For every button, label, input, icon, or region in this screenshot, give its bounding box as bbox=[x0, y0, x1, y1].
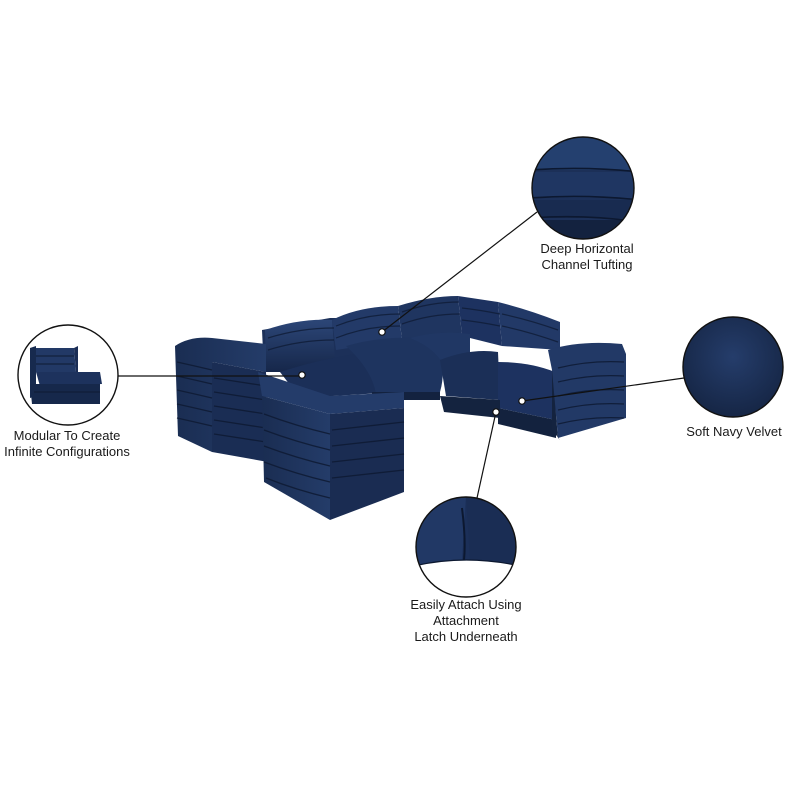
tufting-detail-circle bbox=[531, 136, 635, 240]
latch-detail-circle bbox=[415, 496, 517, 598]
dot-velvet bbox=[518, 397, 526, 405]
leader-line-velvet bbox=[521, 377, 685, 402]
dot-latch bbox=[492, 408, 500, 416]
callout-tufting-line-1: Deep Horizontal bbox=[540, 241, 634, 256]
callout-latch-line-2: Attachment bbox=[433, 613, 499, 628]
callout-modular-line-2: Infinite Configurations bbox=[4, 444, 130, 459]
single-chair-icon bbox=[30, 346, 102, 404]
u-shaped-sectional-sofa bbox=[175, 296, 626, 520]
seat-cushions bbox=[280, 332, 556, 420]
modular-detail-circle bbox=[17, 324, 119, 426]
left-arm-module bbox=[175, 337, 268, 462]
velvet-detail-circle bbox=[682, 316, 784, 418]
callout-label-latch: Easily Attach Using Attachment Latch Und… bbox=[406, 597, 526, 645]
callout-label-modular: Modular To Create Infinite Configuration… bbox=[2, 428, 132, 460]
callout-velvet-line-1: Soft Navy Velvet bbox=[686, 424, 782, 439]
callout-latch-line-3: Latch Underneath bbox=[414, 629, 518, 644]
callout-label-tufting: Deep Horizontal Channel Tufting bbox=[532, 241, 642, 273]
leader-lines bbox=[118, 211, 685, 499]
dot-modular bbox=[298, 371, 306, 379]
right-arm-module bbox=[548, 342, 626, 440]
callout-latch-line-1: Easily Attach Using bbox=[410, 597, 522, 612]
callout-label-velvet: Soft Navy Velvet bbox=[680, 424, 788, 440]
leader-line-latch bbox=[476, 411, 497, 499]
callout-modular-line-1: Modular To Create bbox=[13, 428, 121, 443]
callout-tufting-line-2: Channel Tufting bbox=[541, 257, 633, 272]
dot-tufting bbox=[378, 328, 386, 336]
right-back-modules bbox=[458, 296, 560, 350]
leader-line-tufting bbox=[381, 211, 538, 333]
front-corner-module bbox=[258, 372, 405, 520]
leader-dots bbox=[298, 328, 526, 416]
